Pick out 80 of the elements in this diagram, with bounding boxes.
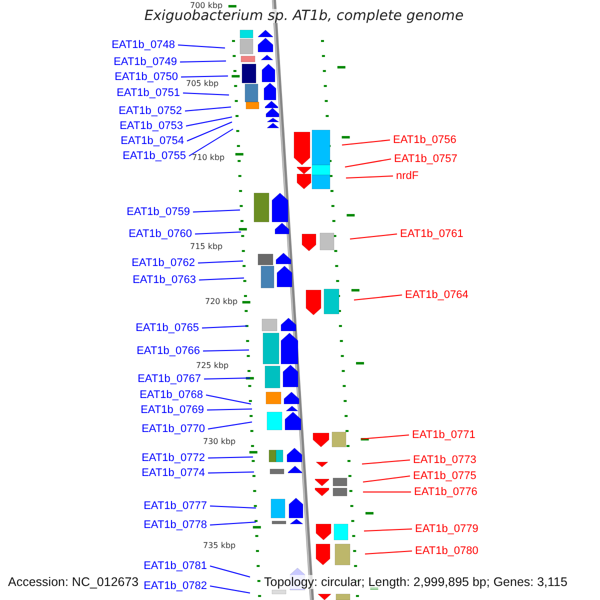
leader-line	[362, 476, 410, 482]
leader-line	[192, 210, 240, 212]
leader-line	[184, 106, 232, 112]
leader-line	[210, 506, 256, 508]
gene-label: EAT1b_0776	[414, 486, 478, 498]
gene-label: EAT1b_0756	[393, 134, 456, 146]
leader-line	[350, 234, 398, 240]
leader-line	[180, 60, 226, 62]
leader-line	[344, 158, 392, 168]
leader-line	[208, 472, 254, 474]
gene-label: EAT1b_0781	[144, 560, 207, 572]
title: Exiguobacterium sp. AT1b, complete genome	[144, 8, 464, 24]
leader-line	[202, 350, 250, 352]
position-label: 705 kbp	[186, 79, 219, 88]
leader-line	[346, 176, 394, 178]
leader-line	[182, 92, 230, 96]
gene-label: EAT1b_0748	[112, 39, 175, 51]
leader-line	[210, 586, 250, 594]
position-label: 725 kbp	[196, 361, 229, 370]
gene-label: EAT1b_0777	[144, 500, 207, 512]
gene-label: EAT1b_0764	[405, 289, 468, 301]
leader-line	[360, 434, 410, 440]
gene-label: EAT1b_0780	[415, 545, 478, 557]
leader-line	[180, 76, 228, 78]
gene-label: EAT1b_0754	[120, 135, 184, 147]
gene-label: EAT1b_0761	[400, 228, 464, 240]
gene-label: EAT1b_0751	[116, 87, 180, 99]
leader-line	[198, 260, 244, 264]
leader-line	[206, 394, 252, 404]
gene-label: EAT1b_0766	[136, 345, 200, 357]
gene-label: EAT1b_0775	[413, 470, 476, 482]
gene-label: EAT1b_0762	[132, 257, 195, 269]
leader-line	[186, 122, 232, 142]
position-label: 700 kbp	[190, 1, 223, 10]
leader-line	[186, 116, 232, 126]
genome-info-text: Topology: circular; Length: 2,999,895 bp; Genes: 3,115	[262, 575, 570, 589]
position-label: 710 kbp	[192, 153, 225, 162]
leader-line	[364, 528, 412, 532]
leader-line	[194, 232, 242, 234]
leader-line	[178, 44, 226, 48]
leader-line	[208, 456, 254, 458]
leader-line	[198, 278, 244, 280]
leader-line	[364, 550, 412, 554]
gene-label: EAT1b_0782	[144, 580, 207, 592]
gene-label: EAT1b_0779	[415, 523, 478, 535]
gene-label: EAT1b_0772	[142, 452, 205, 464]
gene-label: EAT1b_0760	[128, 228, 192, 240]
position-label: 715 kbp	[190, 242, 223, 251]
gene-label: EAT1b_0753	[120, 120, 183, 132]
gene-label: EAT1b_0778	[144, 519, 207, 531]
gene-label: EAT1b_0755	[122, 150, 186, 162]
gene-label: EAT1b_0765	[136, 322, 199, 334]
position-label: 735 kbp	[203, 541, 236, 550]
gene-label: EAT1b_0763	[132, 274, 196, 286]
leader-line	[188, 128, 234, 156]
gene-label: EAT1b_0768	[140, 389, 203, 401]
leader-line	[210, 522, 256, 526]
gene-label: EAT1b_0769	[140, 404, 204, 416]
gene-label: nrdF	[396, 170, 419, 182]
leader-line	[208, 422, 252, 430]
leader-line	[206, 408, 252, 410]
leader-line	[202, 326, 248, 328]
gene-label: EAT1b_0767	[138, 373, 201, 385]
gene-label: EAT1b_0773	[413, 454, 476, 466]
genome-info-text: Accession: NC_012673	[6, 575, 141, 589]
gene-label: EAT1b_0759	[126, 206, 190, 218]
gene-label: EAT1b_0774	[142, 467, 205, 479]
leader-line	[210, 566, 250, 578]
position-label: 730 kbp	[203, 437, 236, 446]
leader-line	[342, 140, 390, 146]
gene-label: EAT1b_0771	[412, 429, 476, 441]
gene-label: EAT1b_0752	[118, 105, 182, 117]
leader-line	[354, 294, 402, 300]
gene-label: EAT1b_0750	[114, 71, 178, 83]
gene-label: EAT1b_0770	[142, 423, 205, 435]
leader-line	[204, 378, 250, 380]
position-label: 720 kbp	[205, 297, 238, 306]
gene-label: EAT1b_0757	[394, 153, 458, 165]
gene-label: EAT1b_0749	[114, 56, 177, 68]
leader-line	[362, 460, 410, 464]
